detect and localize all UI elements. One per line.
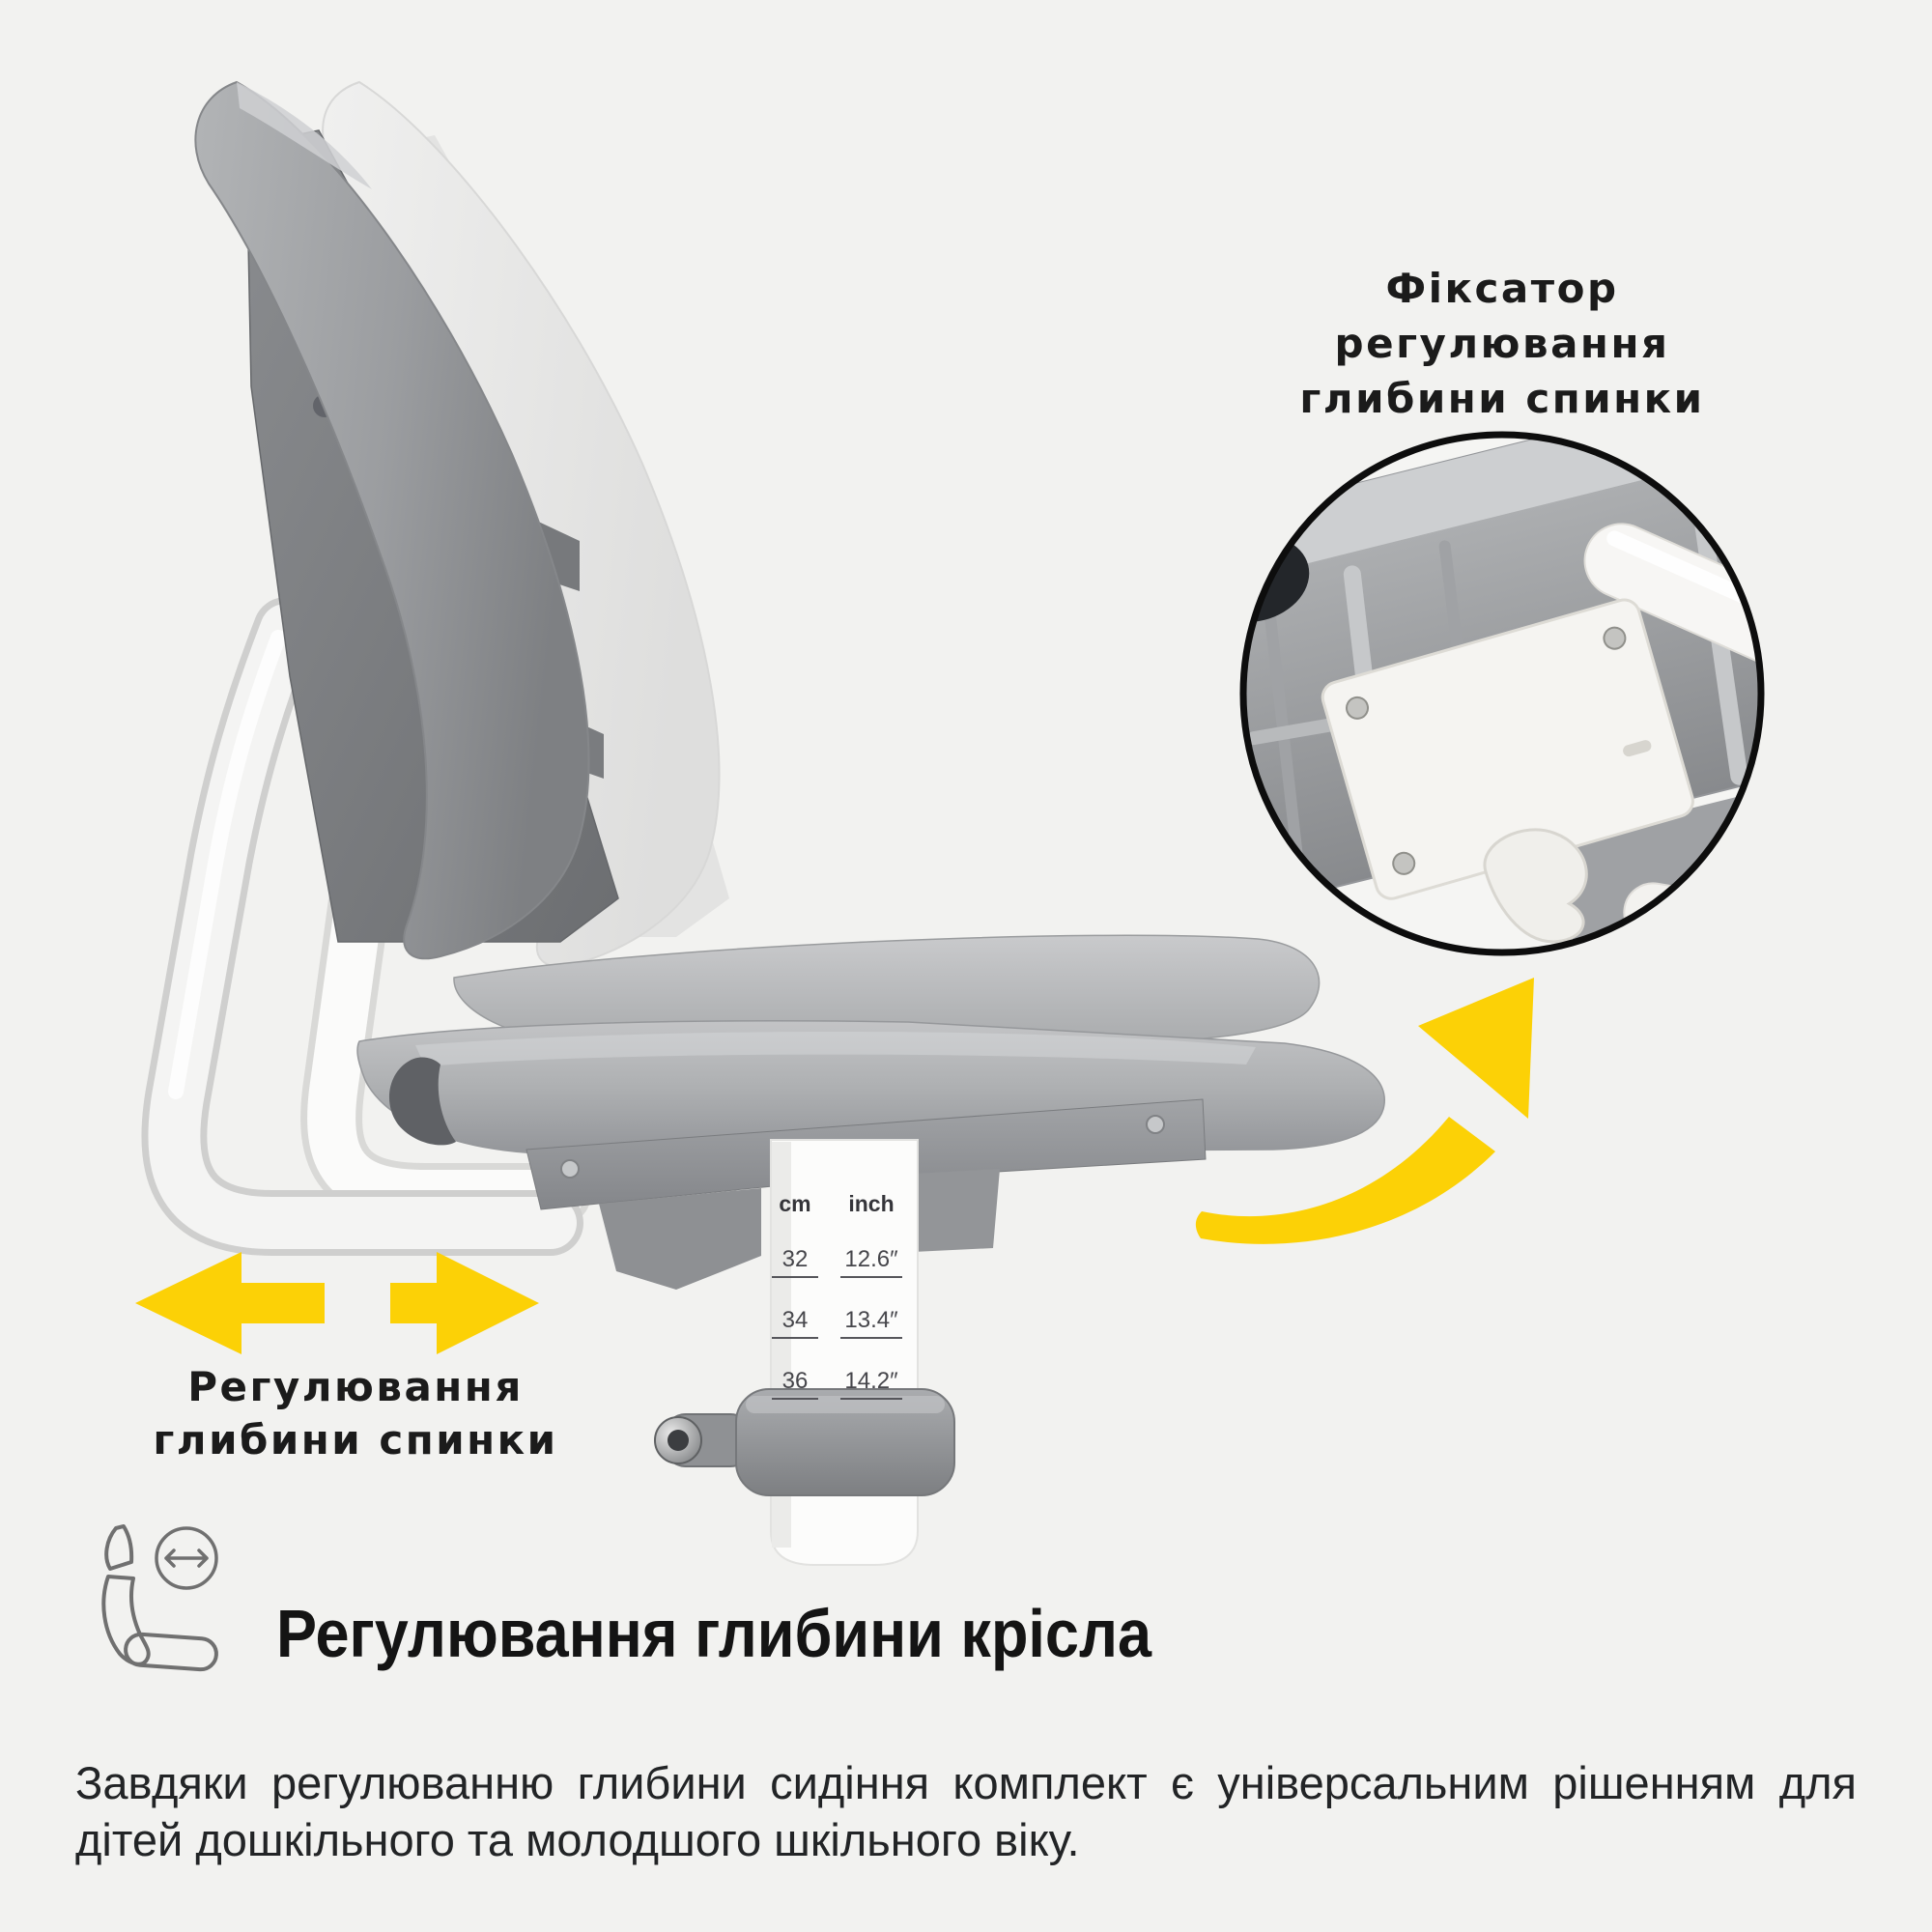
scale-cm-value: 34 (772, 1307, 818, 1339)
height-scale-header: cm inch (773, 1191, 918, 1217)
inset-ring (1239, 431, 1765, 956)
scale-cm-value: 32 (772, 1246, 818, 1278)
seat-handle-cutout (388, 1057, 456, 1146)
callout-backrest-line: Регулювання (187, 1363, 524, 1410)
scale-inch-value: 13.4″ (840, 1307, 902, 1339)
inset-lock-lever (1483, 828, 1588, 944)
depth-arrow-left (135, 1252, 325, 1354)
callout-fixator-line: глибини спинки (1299, 375, 1705, 423)
scale-cm-value: 36 (772, 1368, 818, 1400)
callout-fixator: Фіксатор регулювання глибини спинки (1212, 261, 1792, 426)
description-line: дітей дошкільного та молодшого шкільного… (75, 1814, 1080, 1866)
scale-inch-label: inch (848, 1191, 895, 1216)
seat-depth-icon (101, 1524, 218, 1672)
section-description: Завдяки регулюванню глибини сидіння комп… (75, 1754, 1857, 1868)
backrest-top-edge-highlight (237, 82, 372, 189)
scale-row: 34 13.4″ (772, 1307, 918, 1339)
description-line: Завдяки регулюванню глибини сидіння комп… (75, 1757, 1857, 1808)
curved-arrow (1195, 978, 1534, 1244)
frame-tube-outer (141, 597, 583, 1256)
clamp-collar (654, 1388, 955, 1496)
scale-row: 36 14.2″ (772, 1368, 918, 1400)
scale-cm-label: cm (779, 1191, 811, 1216)
section-title: Регулювання глибини крісла (276, 1595, 1152, 1671)
callout-backrest-depth: Регулювання глибини спинки (124, 1360, 587, 1467)
scale-inch-value: 12.6″ (840, 1246, 902, 1278)
scale-row: 32 12.6″ (772, 1246, 918, 1278)
callout-fixator-line: регулювання (1334, 320, 1670, 368)
inset-gray-rib-block (1559, 760, 1761, 952)
scale-inch-value: 14.2″ (840, 1368, 902, 1400)
callout-backrest-line: глибини спинки (153, 1416, 558, 1464)
seat-top-sheen (415, 1031, 1256, 1066)
callout-fixator-line: Фіксатор (1385, 265, 1619, 312)
depth-arrow-right (390, 1252, 539, 1354)
backrest-shell (194, 80, 590, 960)
horizontal-arrows-icon (155, 1526, 218, 1590)
height-scale: cm inch 32 12.6″ 34 13.4″ 36 14.2″ (772, 1191, 918, 1400)
